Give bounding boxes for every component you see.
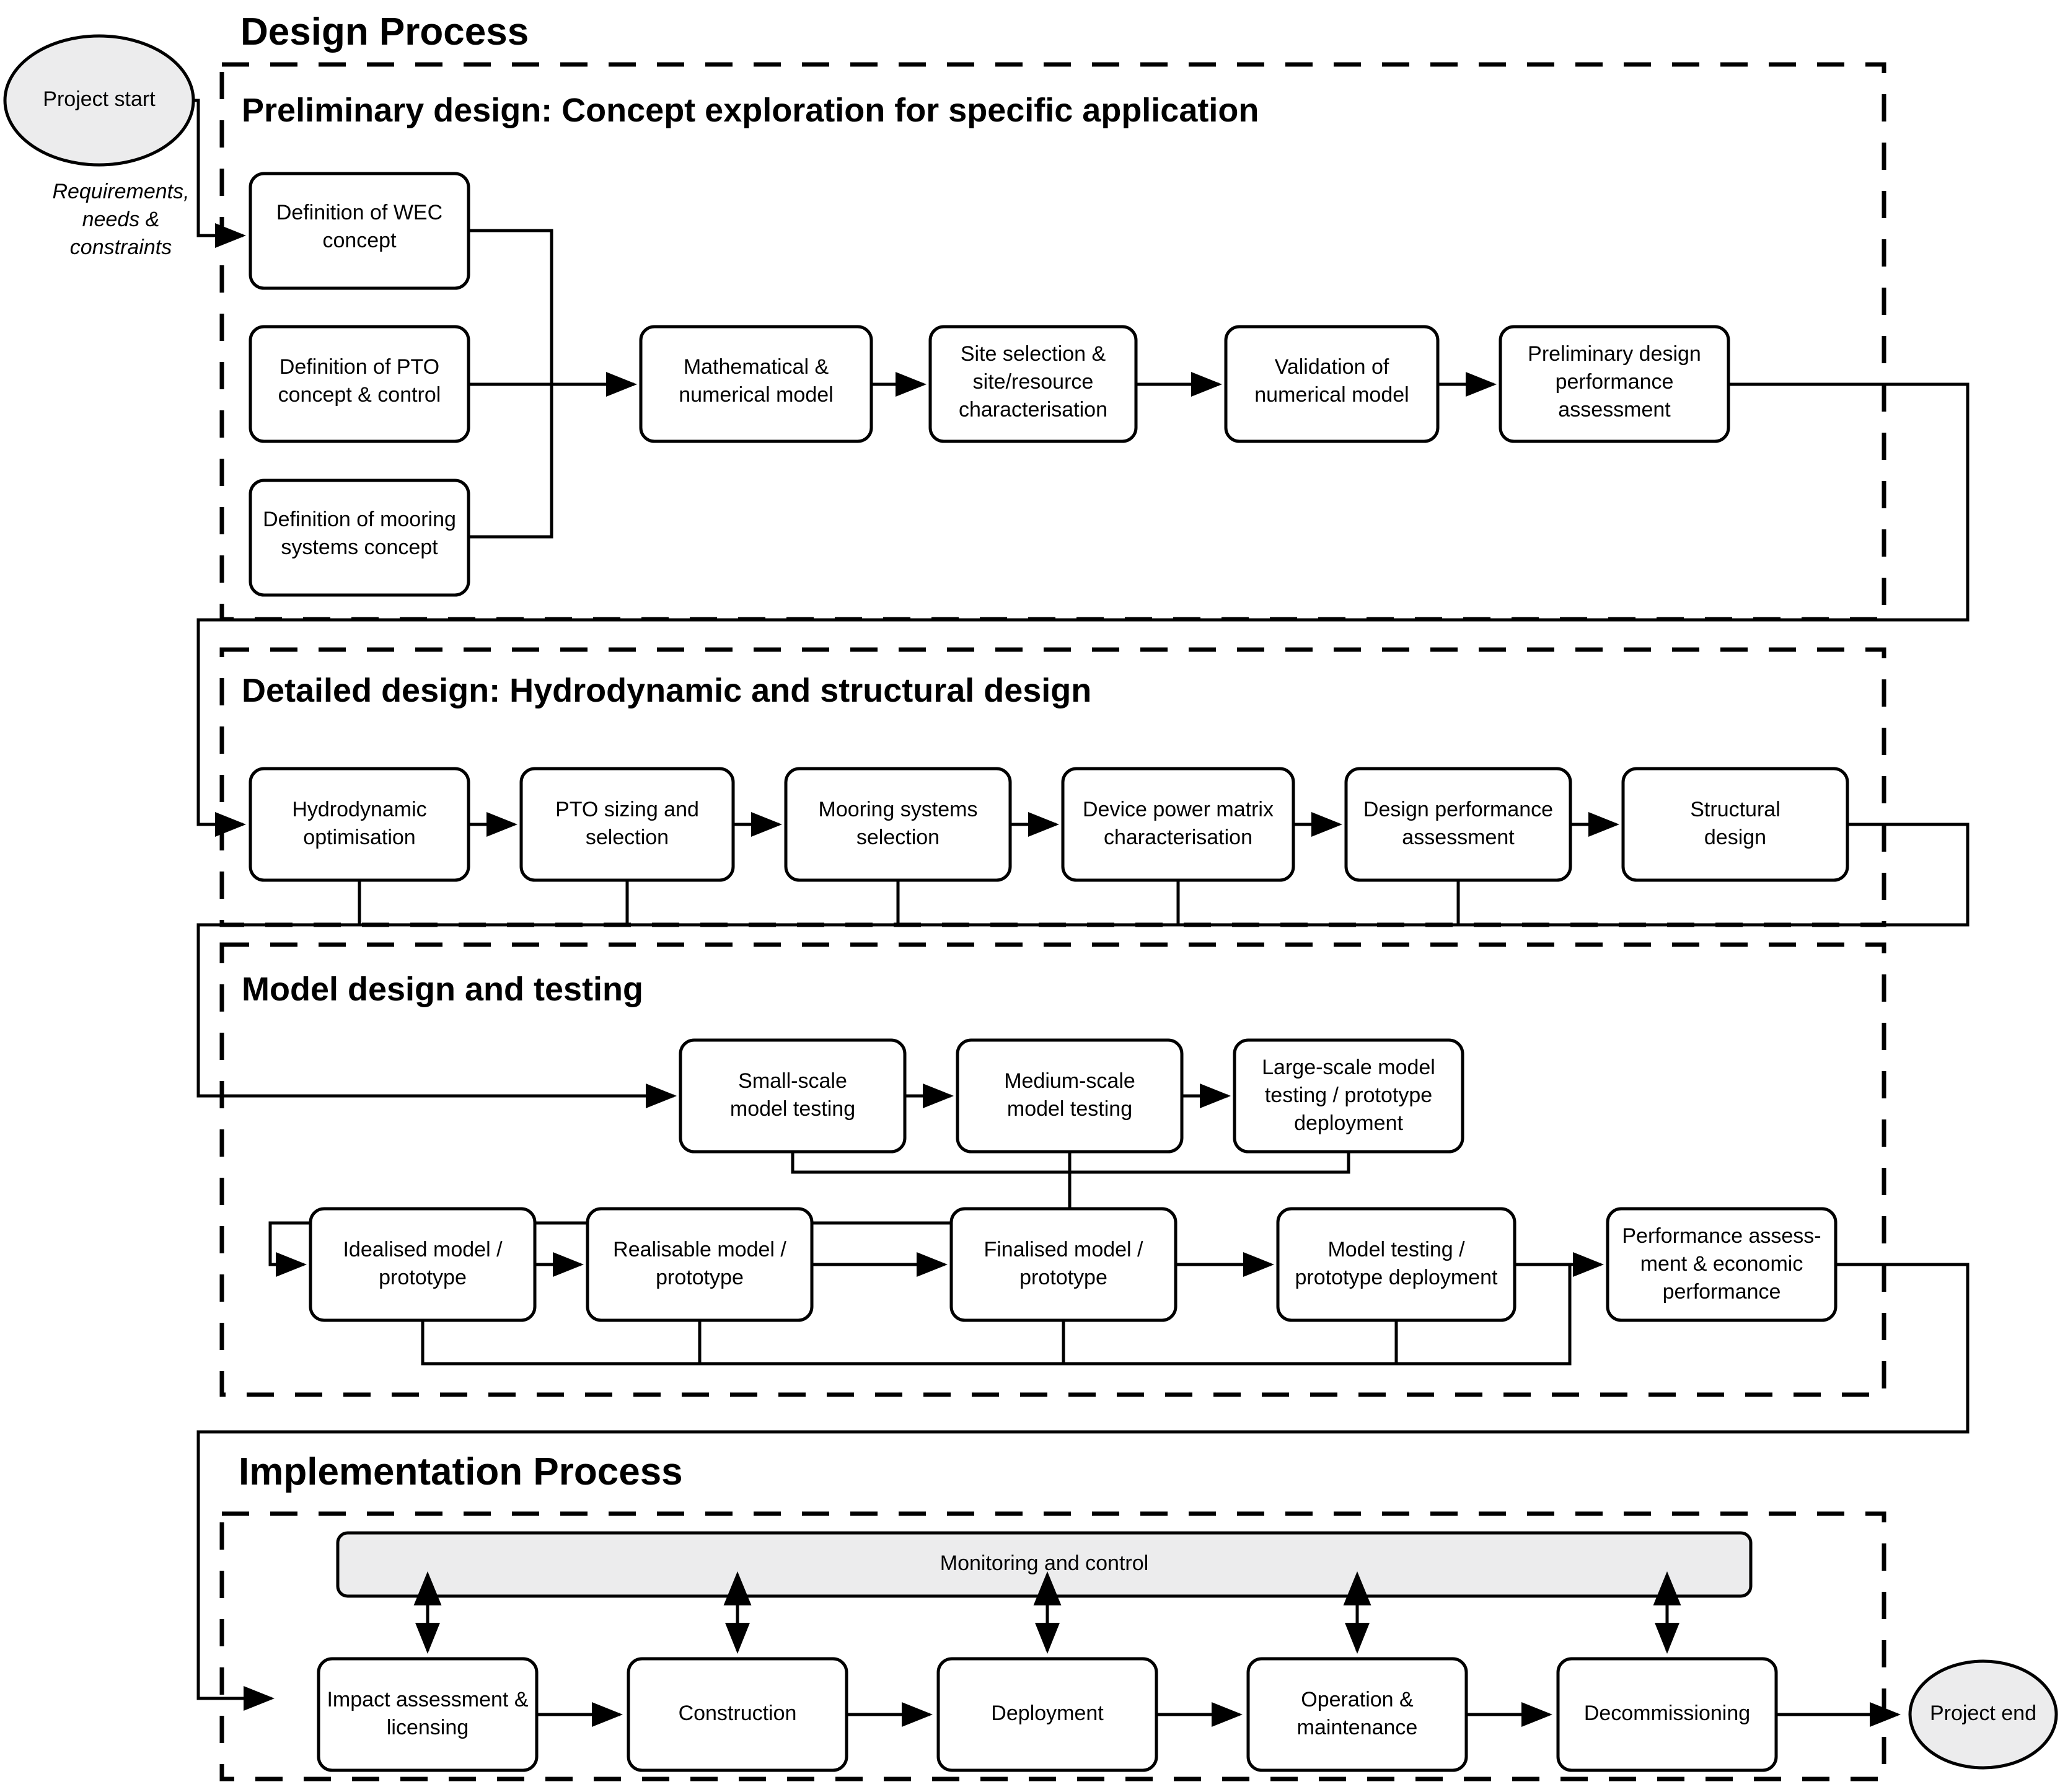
node-preliminary-assessment-line1: Preliminary design — [1528, 342, 1701, 366]
node-large-scale-testing-line2: testing / prototype — [1265, 1084, 1432, 1107]
node-mooring-concept-line2: systems concept — [281, 536, 438, 559]
node-hydrodynamic-optimisation — [249, 767, 470, 882]
section-heading-model: Model design and testing — [242, 971, 643, 1008]
node-small-scale-testing-line1: Small-scale — [738, 1069, 847, 1093]
edge-preliminary-to-detailed — [196, 382, 1970, 837]
node-monitoring-control-label: Monitoring and control — [940, 1551, 1148, 1575]
node-mooring-selection — [784, 767, 1012, 882]
node-large-scale-testing-line1: Large-scale model — [1262, 1056, 1435, 1079]
node-medium-scale-testing-line2: model testing — [1007, 1097, 1132, 1121]
node-model-testing-deployment-line1: Model testing / — [1327, 1238, 1465, 1261]
node-realisable-model-line1: Realisable model / — [613, 1238, 786, 1261]
terminator-project-end-label: Project end — [1930, 1702, 2036, 1725]
node-structural-design — [1621, 767, 1849, 882]
node-wec-concept-line1: Definition of WEC — [276, 201, 442, 224]
node-preliminary-assessment-line3: assessment — [1558, 398, 1671, 422]
node-performance-economic-line2: ment & economic — [1640, 1252, 1803, 1276]
node-operation-maintenance-line1: Operation & — [1301, 1688, 1414, 1711]
node-finalised-model-line1: Finalised model / — [984, 1238, 1143, 1261]
edge-start-to-wec — [193, 99, 246, 248]
node-validation-line1: Validation of — [1275, 355, 1389, 379]
section-border-implementation — [219, 1511, 1886, 1781]
section-heading-detailed: Detailed design: Hydrodynamic and struct… — [242, 672, 1091, 709]
node-site-selection-line3: characterisation — [959, 398, 1107, 422]
node-idealised-model-line1: Idealised model / — [343, 1238, 503, 1261]
node-operation-maintenance — [1246, 1657, 1468, 1772]
edge-label-requirements-line2: needs & — [82, 208, 160, 231]
node-mooring-selection-line1: Mooring systems — [819, 798, 978, 821]
node-idealised-model — [309, 1207, 537, 1322]
node-preliminary-assessment-line2: performance — [1556, 370, 1674, 394]
node-medium-scale-testing — [956, 1038, 1184, 1154]
node-performance-economic-line3: performance — [1663, 1280, 1781, 1304]
terminator-project-start-label: Project start — [43, 87, 156, 111]
node-small-scale-testing — [679, 1038, 907, 1154]
node-structural-design-line1: Structural — [1690, 798, 1780, 821]
node-mooring-selection-line2: selection — [856, 826, 940, 849]
section-heading-preliminary: Preliminary design: Concept exploration … — [242, 92, 1259, 129]
node-hydrodynamic-optimisation-line1: Hydrodynamic — [292, 798, 426, 821]
node-site-selection-line2: site/resource — [973, 370, 1094, 394]
edge-mooring-to-bus — [469, 384, 553, 539]
node-mooring-concept-line1: Definition of mooring — [263, 508, 456, 531]
node-construction-label: Construction — [679, 1702, 797, 1725]
node-decommissioning-label: Decommissioning — [1584, 1702, 1750, 1725]
edge-into-idealised — [268, 1252, 307, 1277]
node-pto-sizing-line1: PTO sizing and — [555, 798, 699, 821]
node-design-performance-line2: assessment — [1402, 826, 1515, 849]
node-power-matrix — [1061, 767, 1295, 882]
node-mathematical-model-line1: Mathematical & — [684, 355, 829, 379]
edge-detailed-to-model — [196, 823, 1970, 1108]
page-title: Design Process — [240, 11, 529, 53]
node-model-testing-deployment — [1276, 1207, 1516, 1322]
node-impact-assessment-line1: Impact assessment & — [327, 1688, 528, 1711]
node-impact-assessment — [317, 1657, 539, 1772]
node-power-matrix-line1: Device power matrix — [1083, 798, 1274, 821]
edge-wec-to-bus — [469, 229, 553, 384]
node-validation-line2: numerical model — [1254, 383, 1409, 407]
node-design-performance-line1: Design performance — [1363, 798, 1553, 821]
node-wec-concept-line2: concept — [322, 229, 397, 252]
node-pto-sizing-line2: selection — [586, 826, 669, 849]
terminator-project-end — [1908, 1659, 2058, 1770]
node-impact-assessment-line2: licensing — [387, 1716, 469, 1739]
section-border-model — [219, 942, 1886, 1397]
node-small-scale-testing-line2: model testing — [730, 1097, 855, 1121]
node-medium-scale-testing-line1: Medium-scale — [1004, 1069, 1135, 1093]
edge-label-requirements-line3: constraints — [70, 236, 172, 259]
node-operation-maintenance-line2: maintenance — [1297, 1716, 1418, 1739]
node-finalised-model-line2: prototype — [1019, 1266, 1107, 1289]
node-hydrodynamic-optimisation-line2: optimisation — [303, 826, 415, 849]
node-pto-concept-line2: concept & control — [278, 383, 441, 407]
node-model-testing-deployment-line2: prototype deployment — [1295, 1266, 1499, 1289]
node-design-performance — [1344, 767, 1572, 882]
node-deployment-label: Deployment — [991, 1702, 1104, 1725]
node-finalised-model — [949, 1207, 1177, 1322]
section-heading-implementation: Implementation Process — [239, 1450, 683, 1493]
node-site-selection-line1: Site selection & — [961, 342, 1106, 366]
node-realisable-model — [586, 1207, 814, 1322]
node-realisable-model-line2: prototype — [656, 1266, 744, 1289]
node-structural-design-line2: design — [1704, 826, 1766, 849]
node-power-matrix-line2: characterisation — [1104, 826, 1252, 849]
node-pto-sizing — [519, 767, 735, 882]
node-idealised-model-line2: prototype — [379, 1266, 467, 1289]
node-performance-economic-line1: Performance assess- — [1622, 1224, 1821, 1248]
edge-label-requirements-line1: Requirements, — [52, 180, 189, 203]
node-pto-concept-line1: Definition of PTO — [280, 355, 439, 379]
node-mathematical-model-line2: numerical model — [679, 383, 833, 407]
edge-model-row2-bus — [421, 1265, 1572, 1366]
node-large-scale-testing-line3: deployment — [1294, 1111, 1403, 1135]
edge-model-to-implementation — [196, 1263, 1970, 1711]
